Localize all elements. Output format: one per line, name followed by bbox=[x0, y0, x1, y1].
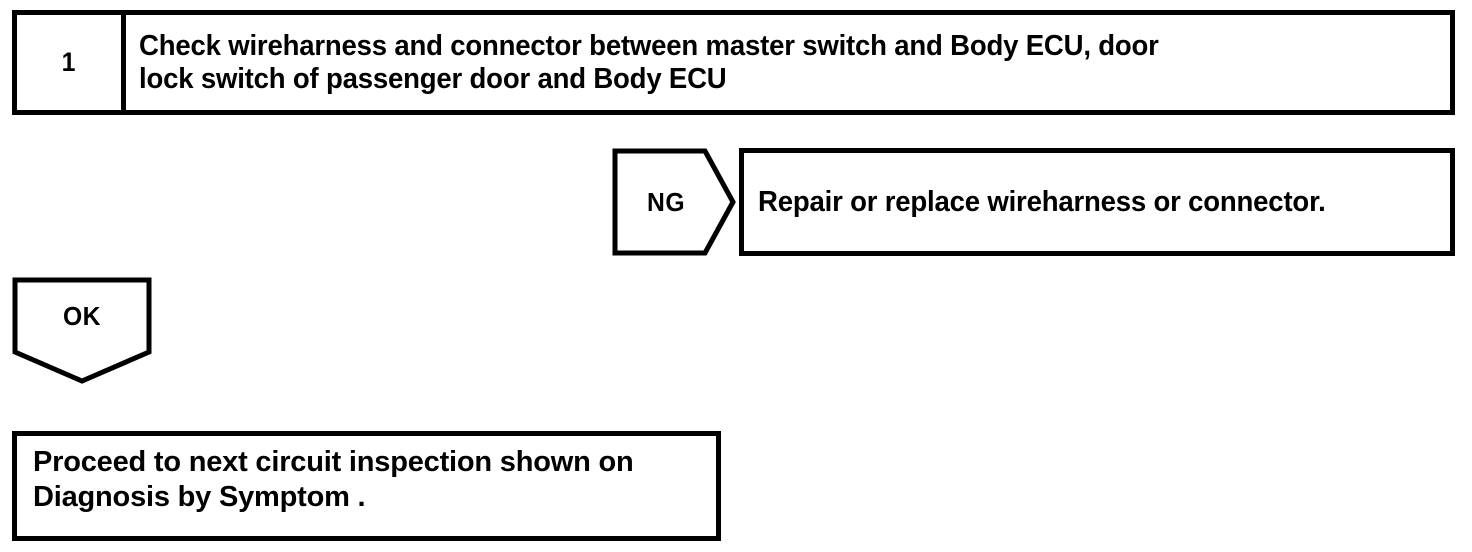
ok-result-box: Proceed to next circuit inspection shown… bbox=[12, 431, 721, 541]
ng-label: NG bbox=[647, 186, 685, 217]
ok-label: OK bbox=[63, 300, 101, 331]
pentagon-down-icon bbox=[12, 277, 152, 384]
ng-branch-tag: NG bbox=[612, 148, 736, 256]
step-number: 1 bbox=[62, 47, 76, 77]
ok-branch-tag: OK bbox=[12, 277, 152, 385]
ok-result-text: Proceed to next circuit inspection shown… bbox=[33, 446, 634, 513]
step-number-cell: 1 bbox=[17, 15, 126, 110]
step-1-box: 1 Check wireharness and connector betwee… bbox=[12, 10, 1455, 115]
ng-result-box: Repair or replace wireharness or connect… bbox=[739, 148, 1455, 256]
ng-result-text: Repair or replace wireharness or connect… bbox=[758, 185, 1326, 218]
step-instruction-text: Check wireharness and connector between … bbox=[139, 29, 1159, 95]
pentagon-right-icon bbox=[612, 148, 736, 256]
step-instruction-cell: Check wireharness and connector between … bbox=[126, 15, 1450, 110]
